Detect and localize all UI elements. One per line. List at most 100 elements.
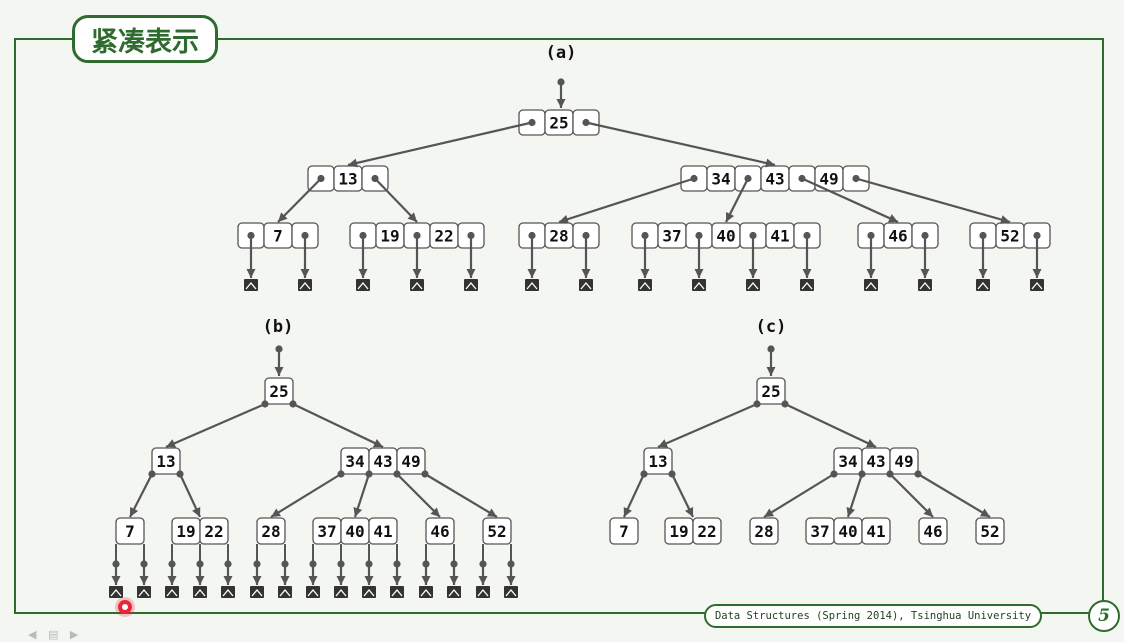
figure-b-external-leaf-mark <box>194 588 206 597</box>
figure-c-edge <box>917 473 991 518</box>
figure-b-external-leaf <box>362 586 376 598</box>
figure-b-external-leaf-mark <box>222 588 234 597</box>
figure-a-leaf-edge-head <box>920 269 930 278</box>
key-34: 34 <box>838 452 857 471</box>
figure-b-leaf-edge-head <box>167 576 177 585</box>
figure-c-node-c-13: 13 <box>643 447 673 475</box>
figure-b-external-leaf-mark <box>307 588 319 597</box>
slide-nav-controls[interactable]: ◀ ▤ ▶ <box>28 628 83 641</box>
key-cell <box>756 377 786 405</box>
figure-a-leaf-edge-head <box>246 269 256 278</box>
figure-b-external-leaf-box <box>221 586 235 598</box>
figure-b-leaf-edge-head <box>111 576 121 585</box>
key-49: 49 <box>401 452 420 471</box>
figure-a-node-a-28: 28 <box>518 222 600 249</box>
figure-b-external-leaf-mark <box>420 588 432 597</box>
figure-b-external-leaf-mark <box>477 588 489 597</box>
figure-a-external-leaf <box>638 279 652 291</box>
figure-a-leaf-edge-head <box>358 269 368 278</box>
figure-b-edge <box>424 473 498 518</box>
figure-a-leaf-edge-head <box>300 269 310 278</box>
figure-a-edge-head <box>1000 215 1010 224</box>
key-43: 43 <box>373 452 392 471</box>
figure-b-external-leaf-mark <box>448 588 460 597</box>
key-52: 52 <box>980 522 999 541</box>
key-41: 41 <box>373 522 392 541</box>
figure-c-node-c-46: 46 <box>918 517 948 545</box>
figure-b-external-leaf <box>250 586 264 598</box>
figure-a-external-leaf-box <box>976 279 990 291</box>
figure-a-external-leaf-box <box>864 279 878 291</box>
key-49: 49 <box>894 452 913 471</box>
figure-a-edge <box>347 121 533 167</box>
figure-b-external-leaf-box <box>278 586 292 598</box>
figure-a-external-leaf-mark <box>245 281 257 290</box>
key-7: 7 <box>273 227 283 246</box>
key-cell <box>609 517 639 545</box>
figure-a-external-leaf-mark <box>526 281 538 290</box>
figure-b-edge <box>292 403 384 448</box>
key-22: 22 <box>697 522 716 541</box>
figure-a-external-leaf-box <box>410 279 424 291</box>
figure-a-external-leaf-box <box>525 279 539 291</box>
figure-a-external-leaf-mark <box>1031 281 1043 290</box>
key-cell <box>368 517 398 545</box>
figure-a-external-leaf-mark <box>865 281 877 290</box>
key-19: 19 <box>669 522 688 541</box>
figure-b-edge <box>165 402 266 449</box>
key-22: 22 <box>204 522 223 541</box>
key-cell <box>861 517 891 545</box>
figure-a-node-a-46: 46 <box>857 222 939 249</box>
figure-a-edge-head <box>348 158 358 168</box>
figure-a-external-leaf-box <box>298 279 312 291</box>
figure-b-external-leaf <box>221 586 235 598</box>
figure-a-edge-head <box>765 158 775 168</box>
key-cell <box>115 517 145 545</box>
figure-b-external-leaf-mark <box>166 588 178 597</box>
figure-b-external-leaf <box>306 586 320 598</box>
figure-b-external-leaf-box <box>390 586 404 598</box>
key-13: 13 <box>156 452 175 471</box>
figure-a-label: (a) <box>546 43 577 63</box>
slide-title: 紧凑表示 <box>72 15 218 63</box>
figure-b-external-leaf-mark <box>279 588 291 597</box>
key-40: 40 <box>716 227 735 246</box>
figure-a-external-leaf <box>464 279 478 291</box>
figure-c-edge-head <box>623 506 632 517</box>
key-22: 22 <box>434 227 453 246</box>
figure-c-node-c-7: 7 <box>609 517 639 545</box>
figure-a-leaf-edge-head <box>866 269 876 278</box>
figure-a-external-leaf <box>800 279 814 291</box>
figure-a-external-leaf-box <box>746 279 760 291</box>
figure-a-external-leaf <box>1030 279 1044 291</box>
key-cell <box>151 447 181 475</box>
figure-a-leaf-edge-head <box>412 269 422 278</box>
figure-b-node-b-46: 46 <box>425 517 455 545</box>
figure-a-leaf-edge-head <box>581 269 591 278</box>
key-7: 7 <box>125 522 135 541</box>
key-cell <box>425 517 455 545</box>
figure-b-edge-head <box>271 508 282 517</box>
figure-b-edge-head <box>130 506 139 517</box>
figure-a-external-leaf <box>864 279 878 291</box>
figure-b-external-leaf-box <box>334 586 348 598</box>
figure-b-edge-head <box>486 508 497 517</box>
figure-a-leaf-edge-head <box>694 269 704 278</box>
key-52: 52 <box>1000 227 1019 246</box>
figure-a-external-leaf-mark <box>977 281 989 290</box>
figure-b-external-leaf-box <box>362 586 376 598</box>
figure-a-edge-head <box>887 214 898 223</box>
figure-a-external-leaf-box <box>638 279 652 291</box>
key-cell <box>482 517 512 545</box>
figure-b-external-leaf-box <box>165 586 179 598</box>
figure-b-external-leaf-mark <box>505 588 517 597</box>
figure-b-node-b-13: 13 <box>151 447 181 475</box>
key-37: 37 <box>317 522 336 541</box>
figure-b-external-leaf-box <box>306 586 320 598</box>
key-cell <box>692 517 722 545</box>
figure-c-node-c-52: 52 <box>975 517 1005 545</box>
pointer-highlight <box>118 600 132 614</box>
key-25: 25 <box>761 382 780 401</box>
